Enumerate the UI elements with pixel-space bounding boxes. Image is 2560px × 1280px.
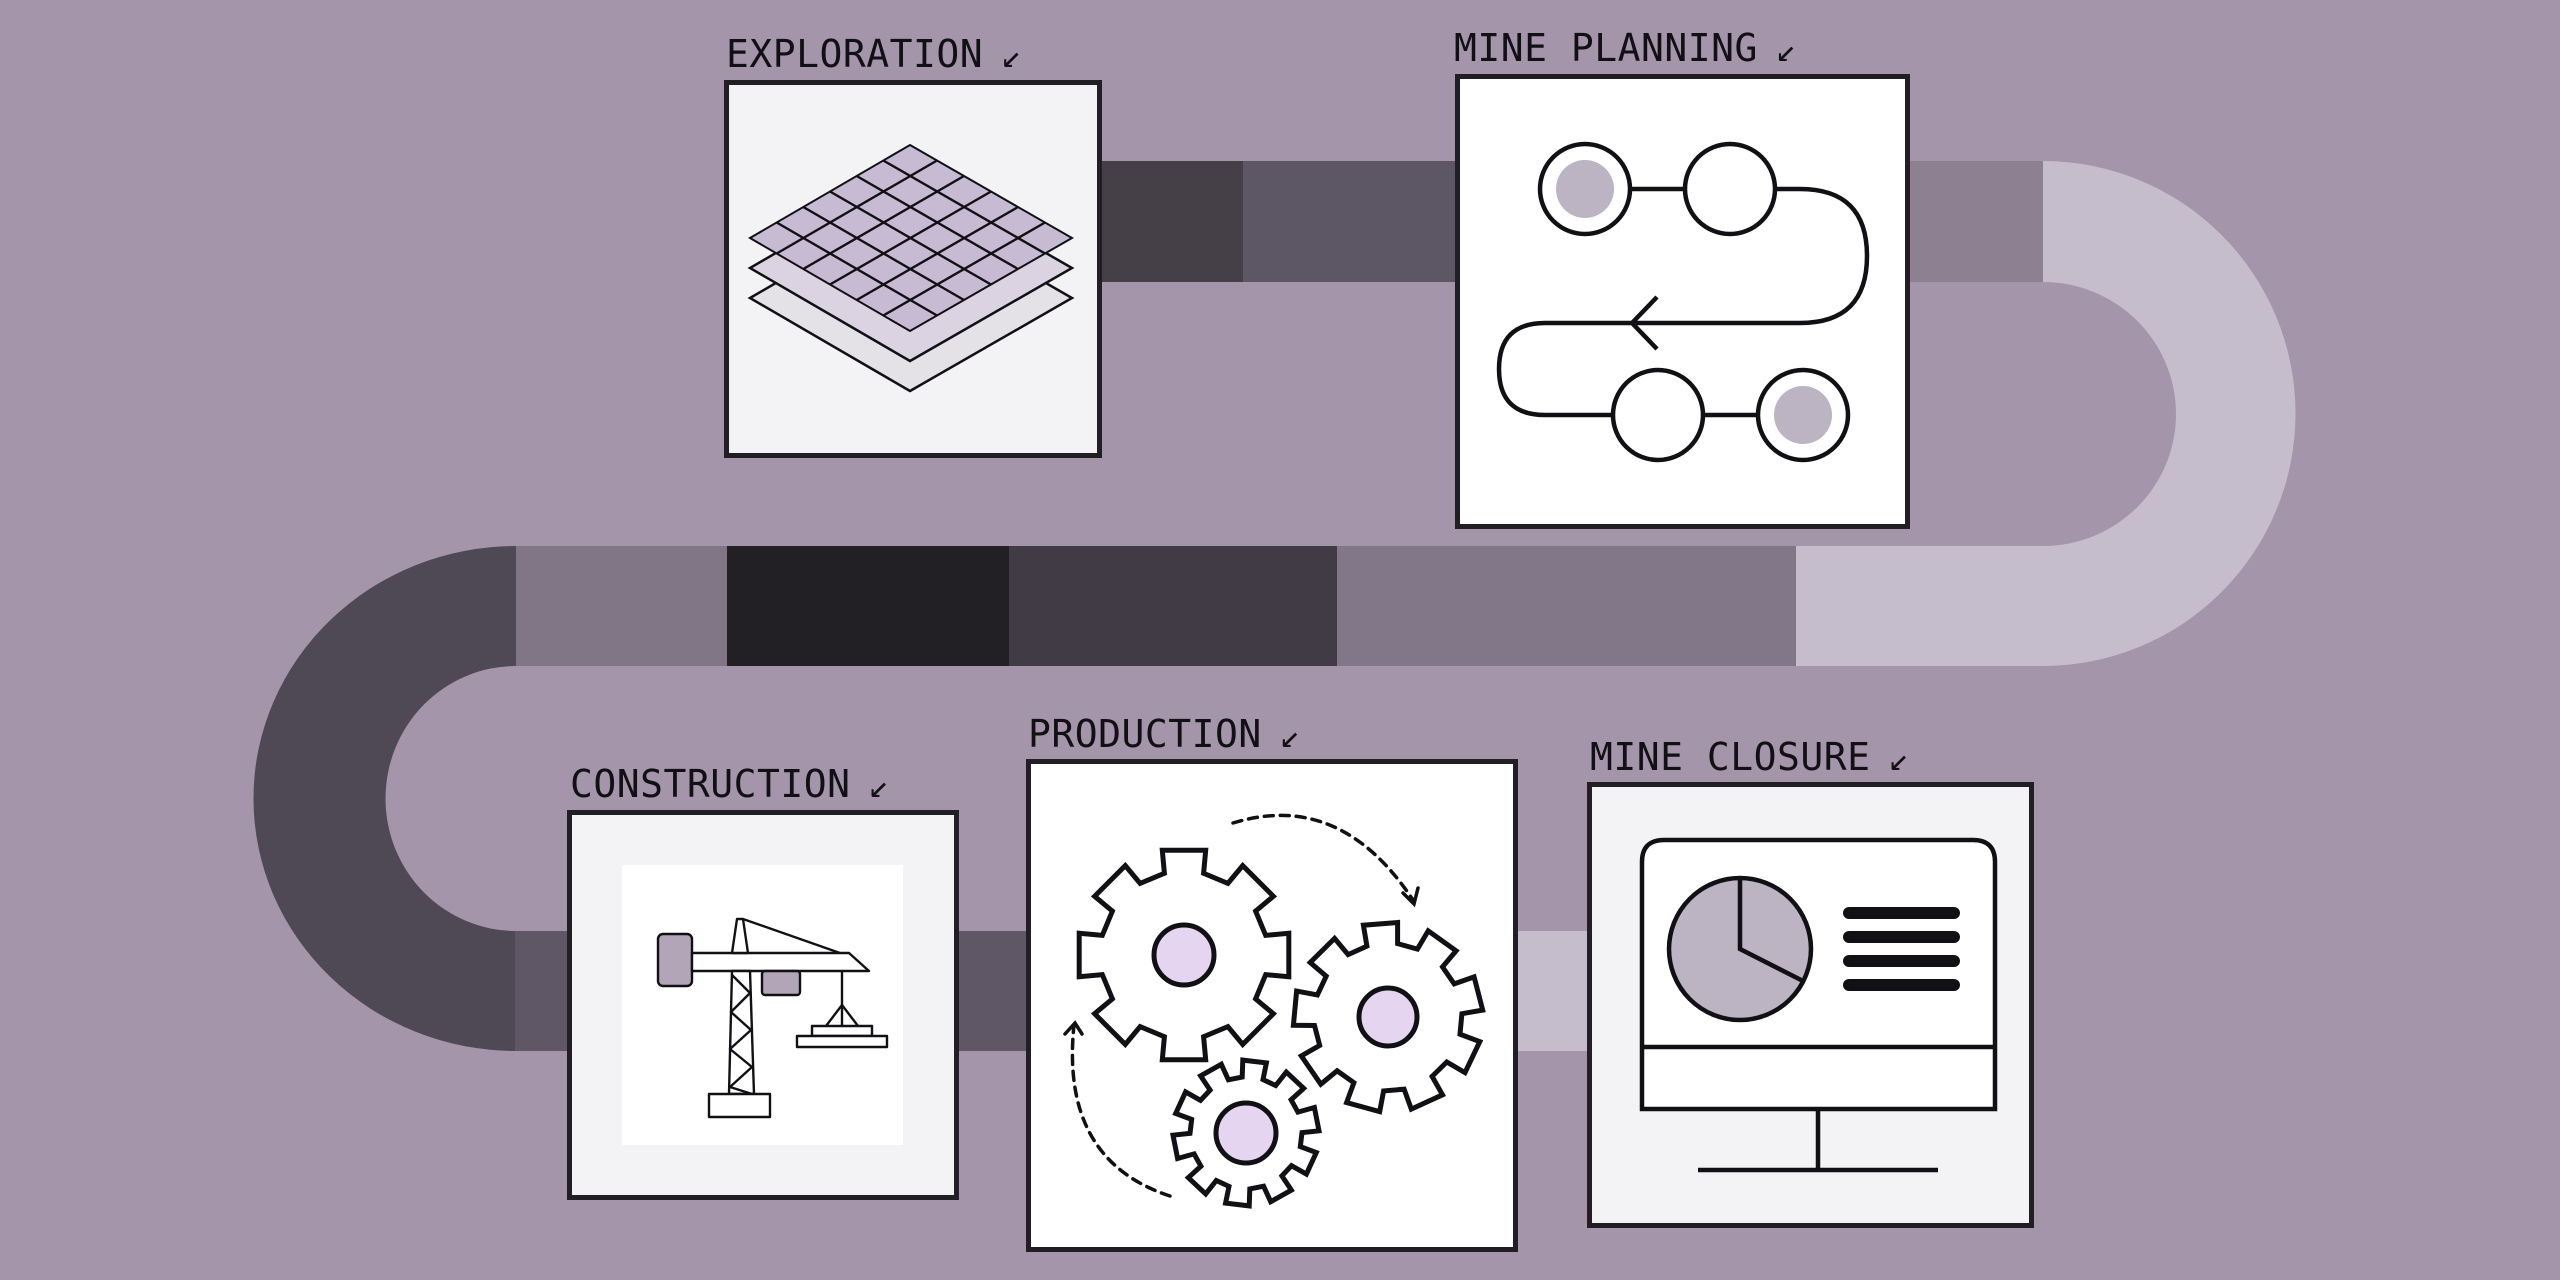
path-segment-mid-2 (1337, 546, 1796, 666)
stage-card-construction (567, 810, 959, 1200)
stage-label-production: PRODUCTION ↙ (1028, 714, 1301, 756)
path-segment-mid-4 (727, 546, 1009, 666)
path-segment-bottom-2 (1515, 931, 1590, 1051)
gears-icon (1063, 813, 1486, 1209)
path-left-arc (253, 546, 517, 1051)
gear-large-hub (1151, 922, 1217, 988)
path-segment-top-1 (1095, 161, 1245, 282)
path-right-arc (2043, 161, 2296, 666)
path-segment-mid-1 (1796, 546, 2044, 666)
arrow-down-left-icon: ↙ (1888, 739, 1910, 779)
stage-card-mine-closure (1587, 782, 2034, 1228)
stage-label-mine-closure: MINE CLOSURE ↙ (1590, 737, 1910, 779)
arrow-down-left-icon: ↙ (868, 766, 890, 806)
stage-label-exploration: EXPLORATION ↙ (726, 34, 1022, 76)
stage-title: MINE CLOSURE (1590, 735, 1871, 779)
arrow-down-left-icon: ↙ (1001, 36, 1023, 76)
gear-small-hub (1213, 1100, 1279, 1166)
stage-title: CONSTRUCTION (570, 762, 851, 806)
layered-grid-icon (747, 143, 1075, 393)
stage-title: EXPLORATION (726, 32, 984, 76)
path-segment-top-2 (1243, 161, 1458, 282)
arrow-down-left-icon: ↙ (1775, 30, 1797, 70)
gear-medium-hub (1356, 985, 1420, 1049)
stage-card-mine-planning (1455, 74, 1910, 529)
route-plan-icon (1496, 141, 1870, 463)
stage-label-mine-planning: MINE PLANNING ↙ (1454, 28, 1797, 70)
stage-card-production (1026, 759, 1518, 1252)
stage-label-construction: CONSTRUCTION ↙ (570, 764, 890, 806)
path-segment-mid-3 (1009, 546, 1337, 666)
stage-card-exploration (724, 80, 1102, 458)
tower-crane-icon (622, 865, 903, 1145)
stage-title: MINE PLANNING (1454, 26, 1758, 70)
monitor-pie-chart-icon (1639, 837, 1998, 1173)
path-segment-top-3 (1905, 161, 2045, 282)
stage-title: PRODUCTION (1028, 712, 1262, 756)
path-segment-mid-5 (515, 546, 727, 666)
arrow-down-left-icon: ↙ (1279, 716, 1301, 756)
